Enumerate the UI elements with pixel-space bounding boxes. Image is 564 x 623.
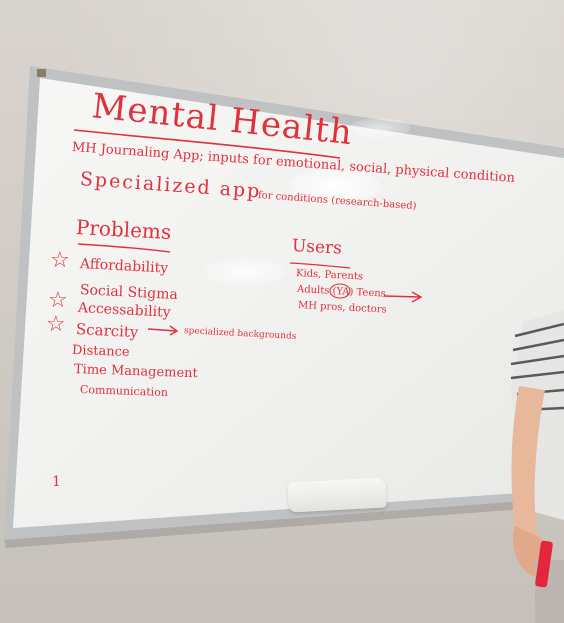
star-icon: ☆ (50, 248, 70, 273)
corner-mark: 1 (52, 474, 61, 490)
star-icon: ☆ (48, 288, 68, 313)
light-glare (350, 118, 410, 138)
light-glare (290, 168, 380, 204)
star-icon: ☆ (46, 312, 66, 337)
eraser-cloth (287, 477, 387, 513)
person (510, 310, 564, 623)
light-glare (205, 258, 285, 286)
